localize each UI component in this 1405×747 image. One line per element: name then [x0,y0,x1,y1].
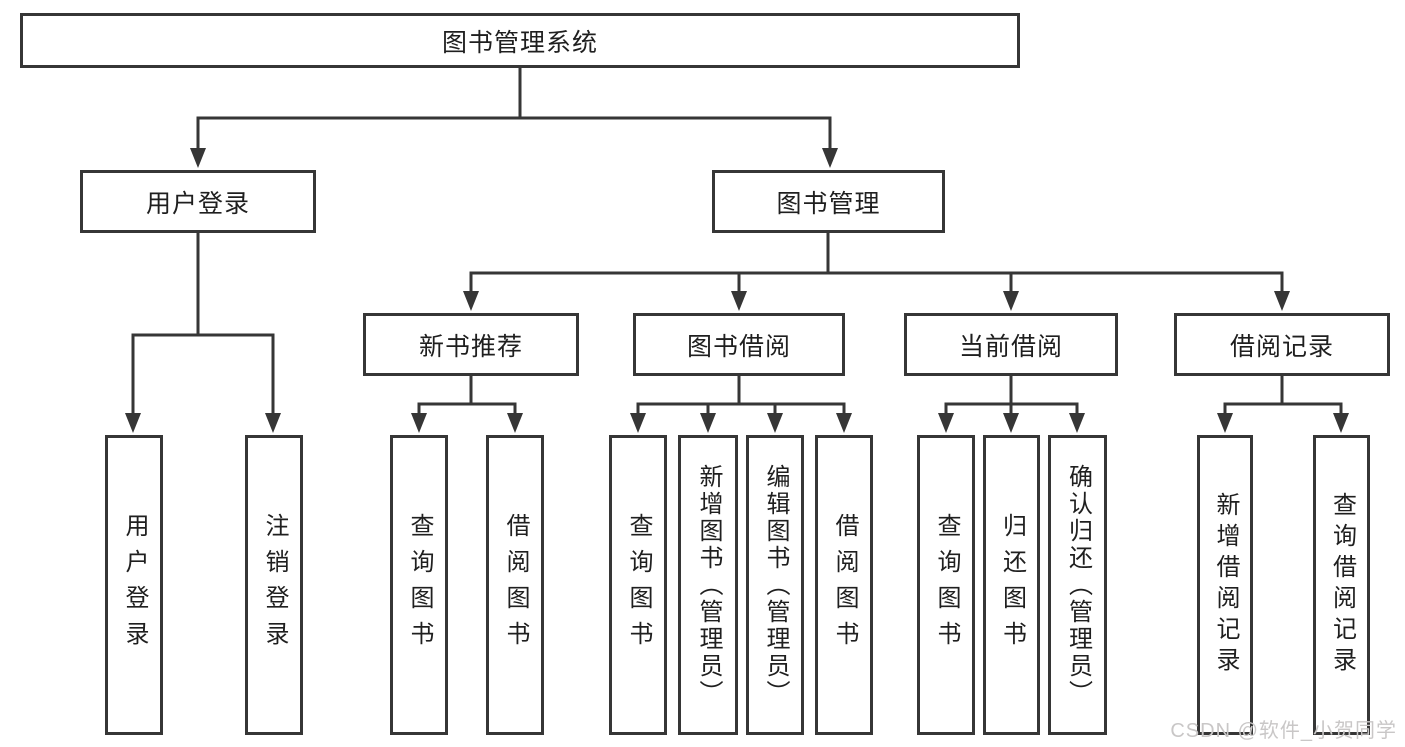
leaf-logout-label: 注销登录 [261,513,288,657]
node-borrow-records-label: 借阅记录 [1229,332,1334,361]
node-new-book-recommend-label: 新书推荐 [418,332,523,361]
node-current-borrow: 当前借阅 [904,313,1118,376]
leaf-return-book-label: 归还图书 [998,513,1026,657]
leaf-query-borrow-record-label: 查询借阅记录 [1328,492,1356,678]
leaf-query-book: 查询图书 [609,435,667,735]
leaf-query-book: 查询图书 [917,435,975,735]
leaf-borrow-book-label: 借阅图书 [831,513,858,657]
leaf-query-book-label: 查询图书 [625,513,652,657]
leaf-add-book-admin-label: 新增图书（管理员） [695,463,722,707]
leaf-query-book-label: 查询图书 [406,513,433,657]
node-user-login-label: 用户登录 [145,189,250,218]
leaf-query-borrow-record: 查询借阅记录 [1313,435,1370,735]
node-user-login: 用户登录 [80,170,316,233]
arrowheads [125,148,1349,433]
node-current-borrow-label: 当前借阅 [958,332,1063,361]
node-book-borrow: 图书借阅 [633,313,845,376]
node-borrow-records: 借阅记录 [1174,313,1390,376]
node-book-management-label: 图书管理 [776,189,881,218]
leaf-borrow-book-label: 借阅图书 [502,513,529,657]
watermark: CSDN @软件_小贺同学 [1170,720,1397,742]
leaf-query-book-label: 查询图书 [933,513,960,657]
node-book-borrow-label: 图书借阅 [686,332,791,361]
leaf-edit-book-admin-label: 编辑图书（管理员） [762,463,789,707]
leaf-user-login: 用户登录 [105,435,163,735]
leaf-borrow-book: 借阅图书 [486,435,544,735]
node-book-management: 图书管理 [712,170,945,233]
leaf-logout: 注销登录 [245,435,303,735]
leaf-query-book: 查询图书 [390,435,448,735]
leaf-add-book-admin: 新增图书（管理员） [678,435,738,735]
leaf-user-login-label: 用户登录 [121,513,148,657]
leaf-confirm-return-admin: 确认归还（管理员） [1048,435,1107,735]
leaf-edit-book-admin: 编辑图书（管理员） [746,435,804,735]
leaf-confirm-return-admin-label: 确认归还（管理员） [1064,463,1092,707]
leaf-return-book: 归还图书 [983,435,1040,735]
leaf-borrow-book: 借阅图书 [815,435,873,735]
node-new-book-recommend: 新书推荐 [363,313,579,376]
leaf-add-borrow-record: 新增借阅记录 [1197,435,1253,735]
node-root-label: 图书管理系统 [441,28,598,57]
node-root: 图书管理系统 [20,13,1020,68]
leaf-add-borrow-record-label: 新增借阅记录 [1212,492,1239,678]
